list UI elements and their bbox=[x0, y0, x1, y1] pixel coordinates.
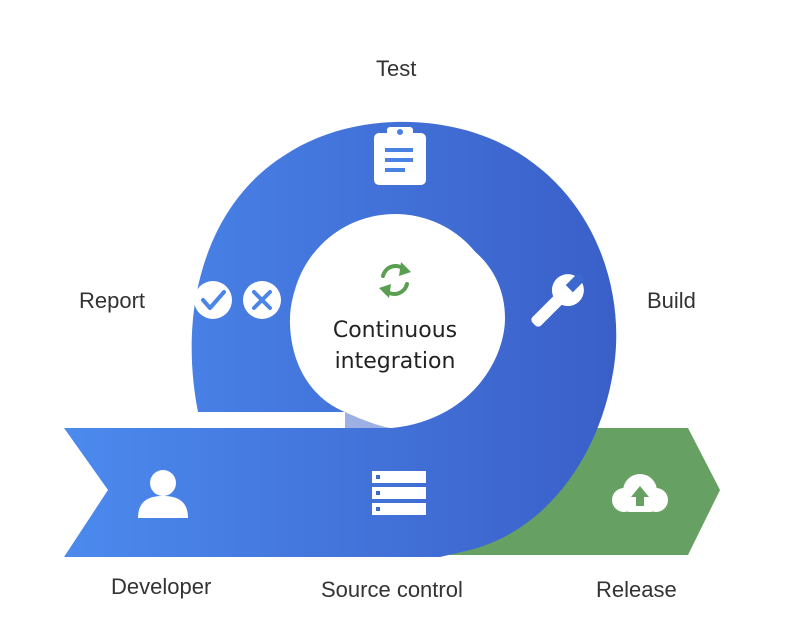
wrench-icon bbox=[531, 272, 586, 327]
check-cross-icon bbox=[194, 281, 281, 319]
stage-label-release: Release bbox=[596, 577, 677, 602]
center-title-line1: Continuous bbox=[332, 318, 458, 343]
stage-label-test: Test bbox=[376, 56, 417, 81]
stage-label-source-control: Source control bbox=[321, 577, 463, 602]
cloud-upload-icon bbox=[612, 474, 668, 512]
center-circle bbox=[291, 214, 499, 422]
center-title-line2: integration bbox=[334, 349, 456, 374]
sync-arrows-icon bbox=[379, 262, 411, 298]
stage-label-report: Report bbox=[79, 288, 146, 313]
server-stack-icon bbox=[372, 471, 426, 515]
person-icon bbox=[138, 470, 188, 518]
ci-loop-band bbox=[64, 121, 617, 557]
stage-label-developer: Developer bbox=[111, 574, 212, 599]
stage-label-build: Build bbox=[647, 288, 696, 313]
clipboard-icon bbox=[374, 127, 426, 185]
band-shadow bbox=[345, 412, 392, 428]
